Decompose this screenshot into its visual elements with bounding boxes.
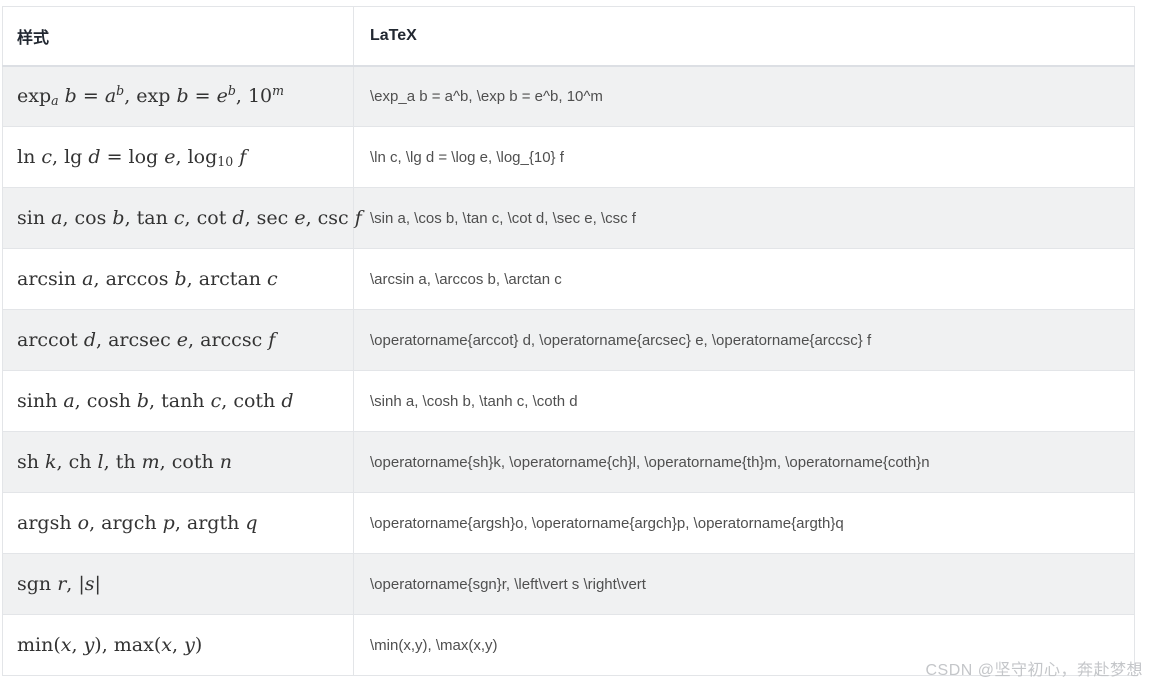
column-header-latex: LaTeX [353, 6, 1135, 67]
table-row: sh k, ch l, th m, coth n \operatorname{sh… [2, 431, 1135, 493]
latex-cell: \sinh a, \cosh b, \tanh c, \coth d [353, 370, 1135, 432]
latex-cell: \operatorname{sgn}r, \left\vert s \right… [353, 553, 1135, 615]
latex-cell: \operatorname{arccot} d, \operatorname{a… [353, 309, 1135, 371]
style-cell: ln c, lg d = log e, log10 f [2, 126, 354, 188]
table-body: expa b = ab, exp b = eb, 10m \exp_a b = a… [2, 65, 1135, 676]
math-expression: sgn r, |s| [17, 573, 101, 595]
style-cell: expa b = ab, exp b = eb, 10m [2, 65, 354, 127]
style-cell: sinh a, cosh b, tanh c, coth d [2, 370, 354, 432]
math-expression: sin a, cos b, tan c, cot d, sec e, csc f [17, 207, 362, 229]
style-cell: sgn r, |s| [2, 553, 354, 615]
style-cell: arcsin a, arccos b, arctan c [2, 248, 354, 310]
table-row: arcsin a, arccos b, arctan c \arcsin a, \… [2, 248, 1135, 310]
math-expression: arccot d, arcsec e, arccsc f [17, 329, 276, 351]
table-row: argsh o, argch p, argth q \operatorname{a… [2, 492, 1135, 554]
math-expression: sh k, ch l, th m, coth n [17, 451, 232, 473]
math-expression: ln c, lg d = log e, log10 f [17, 146, 247, 169]
table-row: ln c, lg d = log e, log10 f \ln c, \lg d … [2, 126, 1135, 188]
style-cell: min(x, y), max(x, y) [2, 614, 354, 676]
math-expression: sinh a, cosh b, tanh c, coth d [17, 390, 294, 412]
style-cell: sh k, ch l, th m, coth n [2, 431, 354, 493]
table-row: sin a, cos b, tan c, cot d, sec e, csc f… [2, 187, 1135, 249]
latex-style-table: 样式 LaTeX expa b = ab, exp b = eb, 10m \ex… [2, 6, 1135, 676]
math-expression: argsh o, argch p, argth q [17, 512, 258, 534]
math-expression: min(x, y), max(x, y) [17, 634, 203, 656]
table-row: arccot d, arcsec e, arccsc f \operatornam… [2, 309, 1135, 371]
math-expression: expa b = ab, exp b = eb, 10m [17, 83, 285, 108]
latex-cell: \sin a, \cos b, \tan c, \cot d, \sec e, … [353, 187, 1135, 249]
table-row: sgn r, |s| \operatorname{sgn}r, \left\ver… [2, 553, 1135, 615]
column-header-style: 样式 [2, 6, 354, 67]
table-row: min(x, y), max(x, y) \min(x,y), \max(x,y) [2, 614, 1135, 676]
latex-cell: \ln c, \lg d = \log e, \log_{10} f [353, 126, 1135, 188]
table-row: expa b = ab, exp b = eb, 10m \exp_a b = a… [2, 65, 1135, 127]
watermark: CSDN @坚守初心，奔赴梦想 [925, 662, 1143, 679]
table-row: sinh a, cosh b, tanh c, coth d \sinh a, \… [2, 370, 1135, 432]
table-header-row: 样式 LaTeX [2, 6, 1135, 67]
latex-cell: \operatorname{argsh}o, \operatorname{arg… [353, 492, 1135, 554]
latex-cell: \exp_a b = a^b, \exp b = e^b, 10^m [353, 65, 1135, 127]
style-cell: argsh o, argch p, argth q [2, 492, 354, 554]
math-expression: arcsin a, arccos b, arctan c [17, 268, 278, 290]
latex-cell: \arcsin a, \arccos b, \arctan c [353, 248, 1135, 310]
style-cell: arccot d, arcsec e, arccsc f [2, 309, 354, 371]
latex-cell: \min(x,y), \max(x,y) [353, 614, 1135, 676]
style-cell: sin a, cos b, tan c, cot d, sec e, csc f [2, 187, 362, 249]
latex-cell: \operatorname{sh}k, \operatorname{ch}l, … [353, 431, 1135, 493]
